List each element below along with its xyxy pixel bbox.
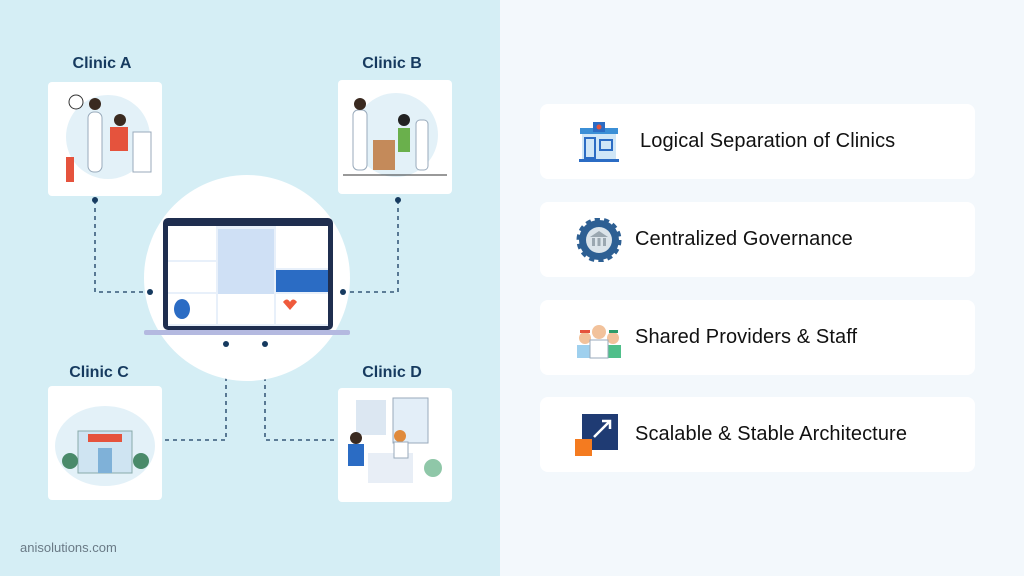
feature-label: Logical Separation of Clinics bbox=[640, 130, 896, 152]
reception-illustration bbox=[343, 93, 447, 177]
feature-card-scalable-architecture: Scalable & Stable Architecture bbox=[540, 397, 975, 472]
hospital-building-illustration bbox=[55, 406, 155, 486]
footer-website: anisolutions.com bbox=[20, 540, 117, 555]
clinic-c-label: Clinic C bbox=[69, 364, 129, 381]
feature-card-logical-separation: Logical Separation of Clinics bbox=[540, 104, 975, 179]
medical-staff-icon bbox=[577, 325, 621, 359]
gear-building-icon bbox=[576, 218, 622, 262]
clinic-d-label: Clinic D bbox=[362, 364, 422, 381]
clinic-c-card bbox=[48, 386, 162, 500]
feature-label: Scalable & Stable Architecture bbox=[635, 423, 908, 445]
clinic-a-card bbox=[48, 82, 162, 196]
clinic-d-card bbox=[338, 388, 452, 502]
hospital-icon bbox=[579, 122, 619, 162]
feature-card-centralized-governance: Centralized Governance bbox=[540, 202, 975, 277]
laptop-illustration bbox=[92, 197, 401, 347]
clinic-b-label: Clinic B bbox=[362, 55, 422, 72]
doctor-patient-illustration bbox=[66, 94, 152, 182]
clinic-b-card bbox=[338, 80, 452, 194]
feature-label: Centralized Governance bbox=[635, 228, 853, 250]
scale-arrow-icon bbox=[575, 414, 618, 456]
feature-label: Shared Providers & Staff bbox=[635, 326, 858, 348]
clinic-a-label: Clinic A bbox=[72, 55, 132, 72]
consultation-illustration bbox=[348, 397, 442, 483]
feature-card-shared-providers: Shared Providers & Staff bbox=[540, 300, 975, 375]
connector-lines bbox=[94, 200, 399, 441]
